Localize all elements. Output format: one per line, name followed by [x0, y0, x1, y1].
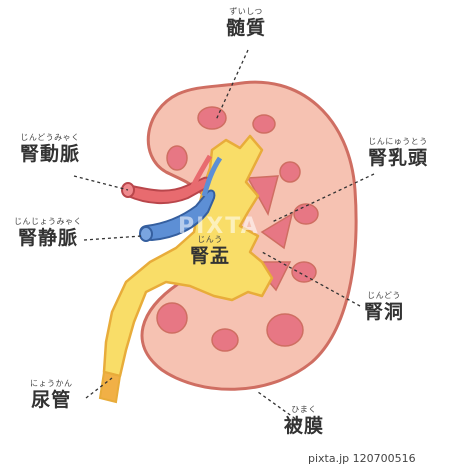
label-sinus-text: 腎洞: [364, 301, 405, 323]
leader-capsule: [257, 391, 301, 423]
renal-pelvis: [102, 134, 274, 378]
renal-vein-branch: [201, 156, 223, 197]
leader-renal-vein: [83, 235, 143, 241]
watermark-footer: pixta.jp 120700516: [308, 452, 416, 465]
label-papilla-text: 腎乳頭: [368, 147, 429, 169]
medulla-spot: [211, 328, 239, 352]
label-capsule-furigana: ひまく: [291, 405, 317, 414]
label-medulla: ずいしつ 髄質: [226, 8, 266, 38]
leader-medulla: [215, 49, 249, 121]
label-renal-vein: じんじょうみゃく 腎静脈: [14, 218, 82, 248]
label-ureter: にょうかん 尿管: [30, 380, 73, 410]
label-sinus: じんどう 腎洞: [364, 292, 404, 322]
watermark-brand: pixta.jp: [308, 452, 350, 465]
label-capsule: ひまく 被膜: [284, 406, 324, 436]
label-pelvis-furigana: じんう: [197, 235, 223, 244]
leader-papilla: [271, 173, 375, 223]
medulla-spot: [197, 106, 227, 130]
label-papilla-furigana: じんにゅうとう: [368, 137, 428, 146]
medulla-spot: [293, 203, 319, 225]
label-papilla: じんにゅうとう 腎乳頭: [368, 138, 428, 168]
label-capsule-text: 被膜: [284, 415, 325, 437]
label-renal-vein-text: 腎静脈: [17, 227, 78, 249]
label-ureter-text: 尿管: [31, 389, 72, 411]
renal-vein-end: [139, 226, 153, 242]
leader-renal-artery: [73, 175, 129, 191]
leader-lines: [73, 49, 375, 423]
label-renal-artery-text: 腎動脈: [20, 143, 81, 165]
medulla-spots: [156, 106, 319, 352]
label-renal-artery: じんどうみゃく 腎動脈: [20, 134, 80, 164]
label-medulla-text: 髄質: [226, 17, 267, 39]
label-pelvis: じんう 腎盂: [190, 236, 230, 266]
medulla-pyramid-right: [260, 212, 294, 250]
ureter-lower: [98, 370, 122, 404]
medulla-spot: [291, 261, 317, 283]
watermark-overlay: PIXTA: [178, 214, 260, 239]
medulla-spot: [279, 161, 301, 183]
label-medulla-furigana: ずいしつ: [229, 7, 263, 16]
leader-sinus: [261, 251, 361, 307]
medulla-spot: [156, 302, 188, 334]
medulla-spot: [166, 145, 188, 171]
renal-artery-branch: [189, 154, 213, 190]
label-sinus-furigana: じんどう: [367, 291, 401, 300]
label-renal-vein-furigana: じんじょうみゃく: [14, 217, 82, 226]
watermark-id: 120700516: [352, 452, 416, 465]
label-ureter-furigana: にょうかん: [30, 379, 73, 388]
label-pelvis-text: 腎盂: [190, 245, 231, 267]
medulla-spot: [252, 114, 276, 134]
medulla-spot: [266, 313, 304, 347]
label-renal-artery-furigana: じんどうみゃく: [20, 133, 80, 142]
